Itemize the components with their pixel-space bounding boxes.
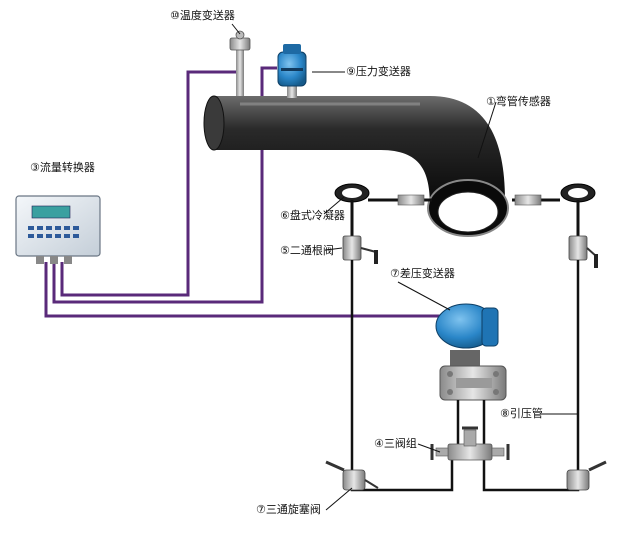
lcd-display-icon [31,205,71,219]
right-condenser [512,183,596,236]
right-root-valve [568,235,598,268]
impulse-pipe-label: ⑧引压管 [500,407,543,420]
pressure-signal-wire [52,66,277,304]
flow-converter-label: ③流量转换器 [30,161,95,174]
temp-signal-wire [60,60,242,297]
coil-condenser-icon [334,183,370,203]
thermometer-icon [229,30,251,96]
left-root-valve [342,235,378,264]
right-plug-valve [566,460,607,491]
pressure-gauge-icon [277,44,307,98]
root-valve-label: ⑤二通根阀 [280,244,334,257]
three-valve-manifold-label: ④三阀组 [374,437,417,450]
three-valve-manifold-icon [430,426,510,461]
condenser-label: ⑥盘式冷凝器 [280,209,345,222]
dp-transmitter [435,303,507,446]
dp-signal-wire [44,262,440,318]
dp-transmitter-label: ⑦差压变送器 [390,267,455,280]
elbow-pipe [203,95,509,237]
elbow-sensor-label: ①弯管传感器 [486,95,551,108]
left-plug-valve [325,460,379,491]
left-condenser [334,183,432,236]
pressure-transmitter-label: ⑨压力变送器 [346,65,411,78]
coil-condenser-icon [560,183,596,203]
temp-transmitter-label: ⑩温度变送器 [170,9,235,22]
three-way-plug-valve-label: ⑦三通旋塞阀 [256,503,321,516]
dp-body [439,365,507,401]
flow-converter-box [15,195,101,264]
